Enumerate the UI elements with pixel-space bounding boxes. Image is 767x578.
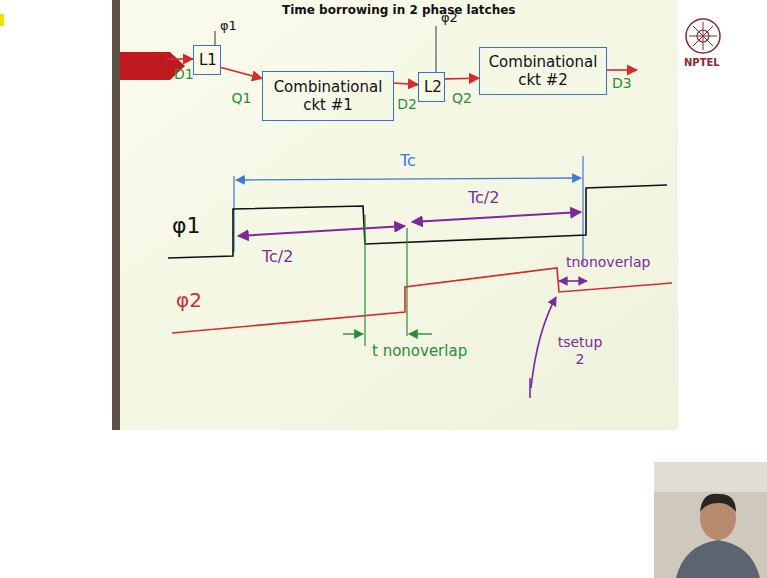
nonoverlap-marker	[364, 215, 365, 346]
signal-connector	[221, 68, 262, 79]
signal-name: Q2	[452, 90, 472, 107]
signal-name: D3	[612, 75, 632, 92]
box-label: L1	[199, 51, 215, 69]
half-period-arrow	[412, 212, 581, 222]
logo-text: NPTEL	[684, 57, 720, 69]
slide-sidebar	[112, 0, 120, 430]
signal-name: D2	[397, 96, 417, 113]
signal-arrow	[166, 58, 193, 60]
waveform-name: φ2	[176, 288, 202, 312]
clock-name: φ1	[220, 18, 237, 34]
nonoverlap-arrow	[343, 333, 363, 334]
box-label: Combinational ckt #1	[268, 78, 388, 114]
latch-box: L1	[193, 45, 221, 75]
timing-label: tsetup 2	[552, 334, 608, 368]
period-arrow	[236, 178, 581, 180]
logo-ring	[686, 19, 720, 53]
setup-arrow	[531, 297, 556, 388]
period-marker	[582, 156, 583, 265]
slide-background	[112, 0, 678, 430]
nonoverlap-marker	[406, 228, 407, 336]
box-label: L2	[424, 78, 439, 96]
signal-arrow	[607, 69, 637, 71]
signal-name: D1	[174, 66, 194, 83]
phi1-waveform	[168, 185, 667, 258]
logic-box: Combinational ckt #1	[262, 71, 394, 121]
webcam-person	[676, 540, 760, 578]
slide-title: Time borrowing in 2 phase latches	[282, 3, 515, 17]
half-period-label: Tc/2	[262, 247, 293, 266]
signal-connector	[394, 83, 418, 85]
timing-label: t nonoverlap	[372, 342, 467, 360]
setup-tick	[529, 378, 531, 398]
phi2-waveform	[172, 268, 672, 333]
logic-box: Combinational ckt #2	[479, 47, 607, 95]
webcam-wall	[654, 462, 767, 492]
half-period-arrow	[238, 226, 405, 236]
signal-name: Q1	[232, 90, 252, 107]
nonoverlap-arrow	[409, 333, 432, 334]
clock-tick	[214, 31, 215, 45]
webcam-person	[700, 494, 736, 512]
timing-label: tnonoverlap	[566, 254, 650, 271]
webcam-frame	[654, 462, 767, 578]
signal-connector	[445, 77, 479, 79]
cursor-mark	[0, 14, 4, 26]
waveform-name: φ1	[172, 213, 201, 239]
half-period-label: Tc/2	[468, 188, 499, 207]
clock-name: φ2	[441, 10, 458, 26]
box-label: Combinational ckt #2	[485, 53, 601, 89]
period-label: Tc	[400, 151, 416, 170]
clock-tick	[435, 26, 436, 72]
logo-spokes	[689, 22, 717, 50]
nonoverlap-arrow	[559, 280, 587, 282]
latch-box: L2	[418, 72, 445, 102]
